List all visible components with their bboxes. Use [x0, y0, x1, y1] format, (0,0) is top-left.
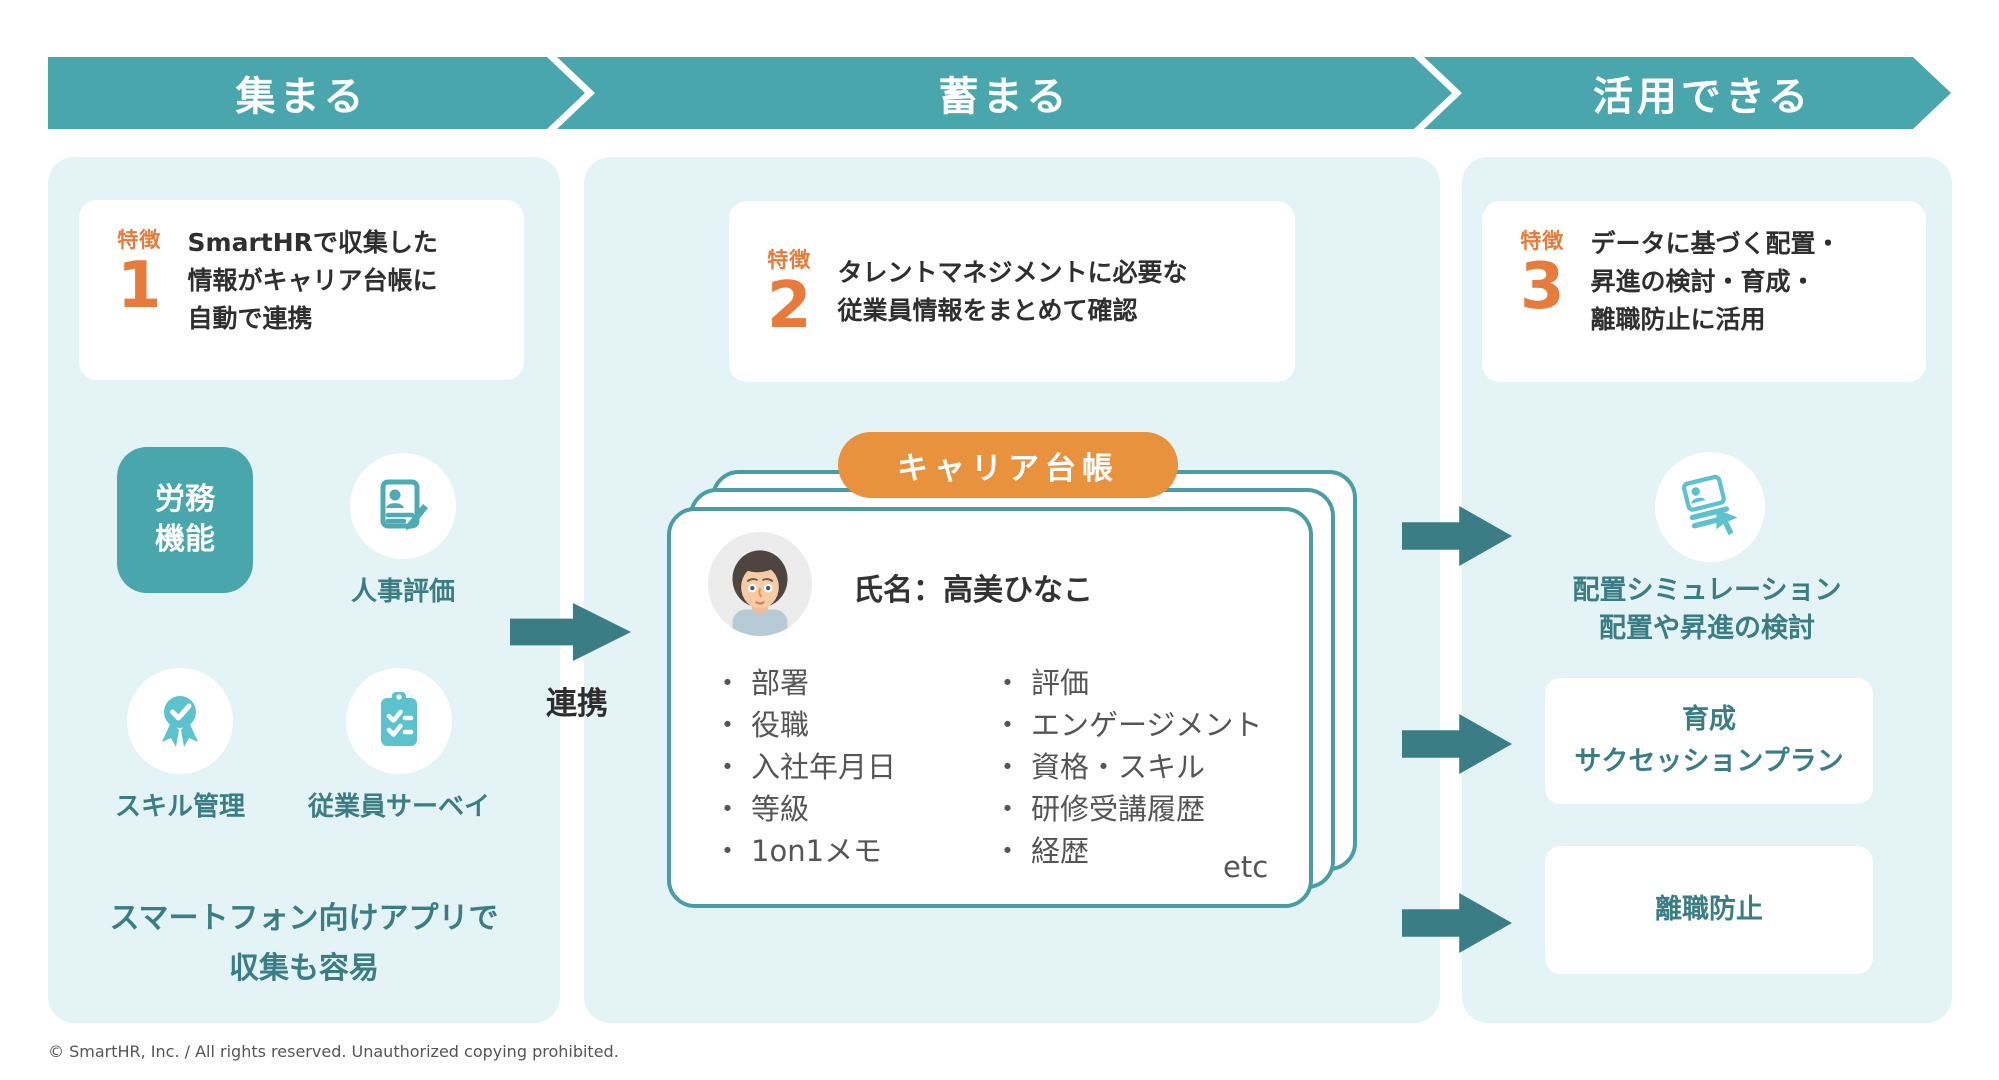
outcome-line: 配置シミュレーション [1572, 575, 1842, 606]
module-box-line: 労務 [155, 481, 215, 517]
module-skill-management: スキル管理 [115, 668, 245, 823]
feature-2-number: 特徴 2 [767, 244, 812, 339]
feature-text-line: データに基づく配置・ [1590, 229, 1841, 258]
retention-box: 離職防止 [1545, 846, 1873, 974]
outcome-box-line: 育成 [1682, 704, 1736, 735]
module-label: 従業員サーベイ [307, 792, 491, 822]
clipboard-checklist-icon [380, 692, 417, 746]
feature-text-line: 情報がキャリア台帳に [187, 266, 438, 295]
field-item: 1on1メモ [713, 830, 896, 872]
feature-text-line: タレントマネジメントに必要な [837, 257, 1188, 287]
employee-name: 氏名：高美ひなこ [853, 573, 1093, 608]
step-label-accumulate: 蓄まる [938, 74, 1071, 120]
feature-text-line: 従業員情報をまとめて確認 [837, 295, 1138, 325]
feature-1-number: 特徴 1 [117, 224, 162, 380]
medal-check-icon [161, 696, 198, 747]
feature-1-card: 特徴 1 SmartHRで収集した 情報がキャリア台帳に 自動で連携 [79, 200, 524, 380]
feature-1-text: SmartHRで収集した 情報がキャリア台帳に 自動で連携 [188, 224, 438, 380]
field-item: 評価 [993, 662, 1262, 704]
stack-cursor-icon [1681, 474, 1738, 536]
growth-succession-box: 育成 サクセッションプラン [1545, 678, 1873, 804]
module-label: 人事評価 [350, 577, 455, 607]
avatar-illustration [708, 532, 812, 636]
module-label: スキル管理 [114, 792, 246, 822]
feature-tag: 特徴 [117, 228, 162, 252]
field-list-left: 部署 役職 入社年月日 等級 1on1メモ [713, 662, 896, 872]
module-hr-evaluation: 人事評価 [350, 453, 456, 608]
feature-digit: 1 [117, 249, 162, 323]
field-list-right: 評価 エンゲージメント 資格・スキル 研修受講履歴 経歴 [993, 662, 1262, 872]
module-icon-circle [345, 668, 452, 774]
field-item: エンゲージメント [993, 704, 1262, 746]
copyright-text: © SmartHR, Inc. / All rights reserved. U… [48, 1042, 619, 1061]
field-item: 資格・スキル [993, 746, 1262, 788]
outcome-line: 配置や昇進の検討 [1598, 613, 1815, 644]
placement-simulation-text: 配置シミュレーション 配置や昇進の検討 [1573, 572, 1842, 648]
field-item: 部署 [713, 662, 896, 704]
step-label-utilize: 活用できる [1592, 74, 1813, 120]
career-book-badge: キャリア台帳 [838, 432, 1178, 498]
step-banner-gather: 集まる [48, 57, 585, 129]
module-icon-circle [350, 453, 456, 559]
field-item: 研修受講履歴 [993, 788, 1262, 830]
feature-3-number: 特徴 3 [1520, 225, 1565, 382]
note-line: スマートフォン向けアプリで [109, 901, 499, 936]
feature-2-text: タレントマネジメントに必要な 従業員情報をまとめて確認 [838, 254, 1188, 330]
field-item: 等級 [713, 788, 896, 830]
renkei-label: 連携 [546, 686, 608, 722]
smartphone-note: スマートフォン向けアプリで 収集も容易 [109, 894, 498, 994]
feature-3-text: データに基づく配置・ 昇進の検討・育成・ 離職防止に活用 [1591, 225, 1841, 382]
etc-label: etc [1223, 850, 1269, 884]
id-card-pen-icon [380, 479, 428, 530]
field-item: 経歴 [993, 830, 1262, 872]
step-banner-utilize: 活用できる [1424, 57, 1951, 129]
feature-text-line: SmartHRで収集した [187, 228, 438, 257]
feature-tag: 特徴 [767, 247, 812, 272]
feature-text-line: 昇進の検討・育成・ [1590, 267, 1816, 296]
feature-text-line: 離職防止に活用 [1590, 305, 1766, 334]
feature-tag: 特徴 [1520, 229, 1565, 253]
outcome-box-line: 離職防止 [1655, 894, 1763, 925]
outcome-box-line: サクセッションプラン [1574, 746, 1844, 777]
module-employee-survey: 従業員サーベイ [308, 668, 490, 823]
module-labor-functions: 労務 機能 [117, 447, 253, 593]
step-banner-accumulate: 蓄まる [557, 57, 1452, 129]
feature-2-card: 特徴 2 タレントマネジメントに必要な 従業員情報をまとめて確認 [729, 201, 1295, 382]
feature-text-line: 自動で連携 [187, 304, 313, 333]
module-icon-circle [126, 668, 233, 774]
field-item: 入社年月日 [713, 746, 896, 788]
note-line: 収集も容易 [228, 951, 379, 986]
feature-digit: 3 [1520, 250, 1565, 324]
step-label-gather: 集まる [235, 74, 368, 120]
feature-3-card: 特徴 3 データに基づく配置・ 昇進の検討・育成・ 離職防止に活用 [1482, 201, 1926, 382]
module-box-line: 機能 [155, 522, 215, 557]
field-item: 役職 [713, 704, 896, 746]
feature-digit: 2 [767, 268, 812, 343]
placement-icon-circle [1655, 452, 1765, 562]
